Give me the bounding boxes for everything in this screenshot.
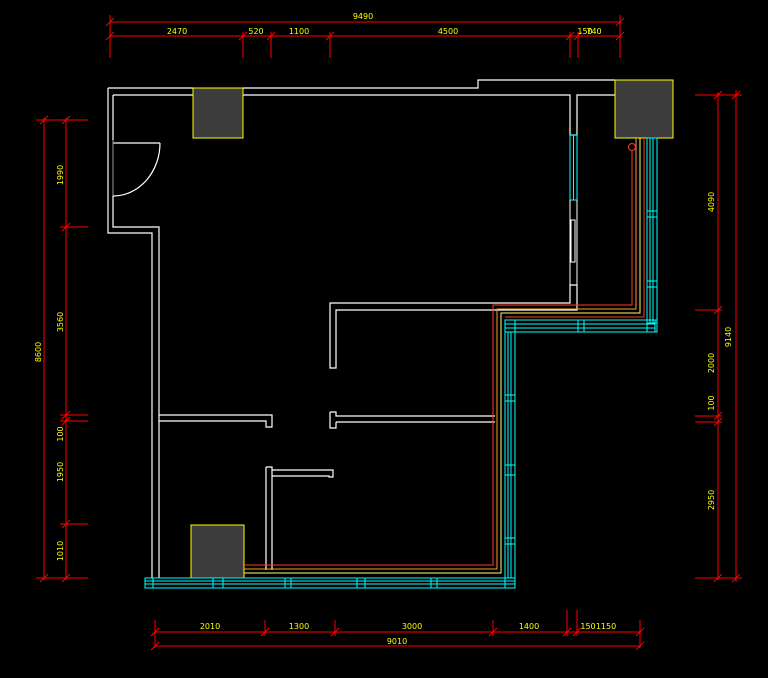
- dim-right-4: 2950: [707, 490, 716, 510]
- dim-bottom-1: 2010: [200, 622, 220, 631]
- dimension-labels: 9490 2470 520 1100 4500 150 740 2010 130…: [34, 12, 733, 646]
- door: [112, 140, 161, 197]
- sliding-panel: [569, 200, 578, 285]
- inner-wall-left: [112, 94, 193, 578]
- outer-wall-top-left: [107, 87, 193, 578]
- pipe-red-2: [505, 138, 645, 318]
- dim-top-2: 520: [248, 27, 263, 36]
- dim-bottom-total: 9010: [387, 637, 407, 646]
- partition-mid-left: [159, 414, 273, 428]
- window-bottom-horizontal: [144, 577, 516, 589]
- dim-top-1: 2470: [167, 27, 187, 36]
- walls: [107, 79, 615, 578]
- partition-upper-right: [329, 284, 578, 369]
- dim-right-2: 2000: [707, 353, 716, 373]
- column-top-left: [192, 87, 244, 139]
- window-right-vertical: [646, 137, 658, 324]
- dim-top-3: 1100: [289, 27, 309, 36]
- dim-top-6: 740: [586, 27, 601, 36]
- door-swing-arc: [112, 142, 161, 197]
- column-bottom-left: [190, 524, 245, 579]
- partition-lower: [265, 466, 334, 570]
- dim-bottom-6: 1150: [596, 622, 616, 631]
- dim-top-4: 4500: [438, 27, 458, 36]
- partition-mid-right: [329, 411, 495, 429]
- dim-left-5: 1010: [56, 541, 65, 561]
- pipe-red: [244, 150, 633, 566]
- dim-top-5: 150: [577, 27, 592, 36]
- window-middle-vertical: [504, 331, 516, 589]
- dim-bottom-3: 3000: [402, 622, 422, 631]
- dim-bottom-2: 1300: [289, 622, 309, 631]
- pipe-orange: [244, 138, 637, 570]
- dimensions: [36, 15, 742, 651]
- dim-left-3: 100: [56, 426, 65, 441]
- pipes: [244, 138, 645, 574]
- inner-wall-top: [243, 94, 615, 136]
- column-top-right: [614, 79, 674, 139]
- dim-left-2: 3560: [56, 312, 65, 332]
- pipe-yellow: [244, 138, 641, 574]
- outer-wall-top: [243, 79, 615, 89]
- dim-right-total: 9140: [724, 327, 733, 347]
- columns: [190, 79, 674, 579]
- drain-icon: [628, 143, 636, 151]
- dim-right-3: 100: [707, 395, 716, 410]
- dim-left-total: 8600: [34, 342, 43, 362]
- dim-left-4: 1950: [56, 462, 65, 482]
- dim-left-1: 1990: [56, 165, 65, 185]
- windows: [144, 134, 658, 589]
- dim-top-total: 9490: [353, 12, 373, 21]
- dim-bottom-5: 150: [580, 622, 595, 631]
- dim-bottom-4: 1400: [519, 622, 539, 631]
- window-upper-horizontal: [504, 319, 656, 333]
- dim-right-1: 4090: [707, 192, 716, 212]
